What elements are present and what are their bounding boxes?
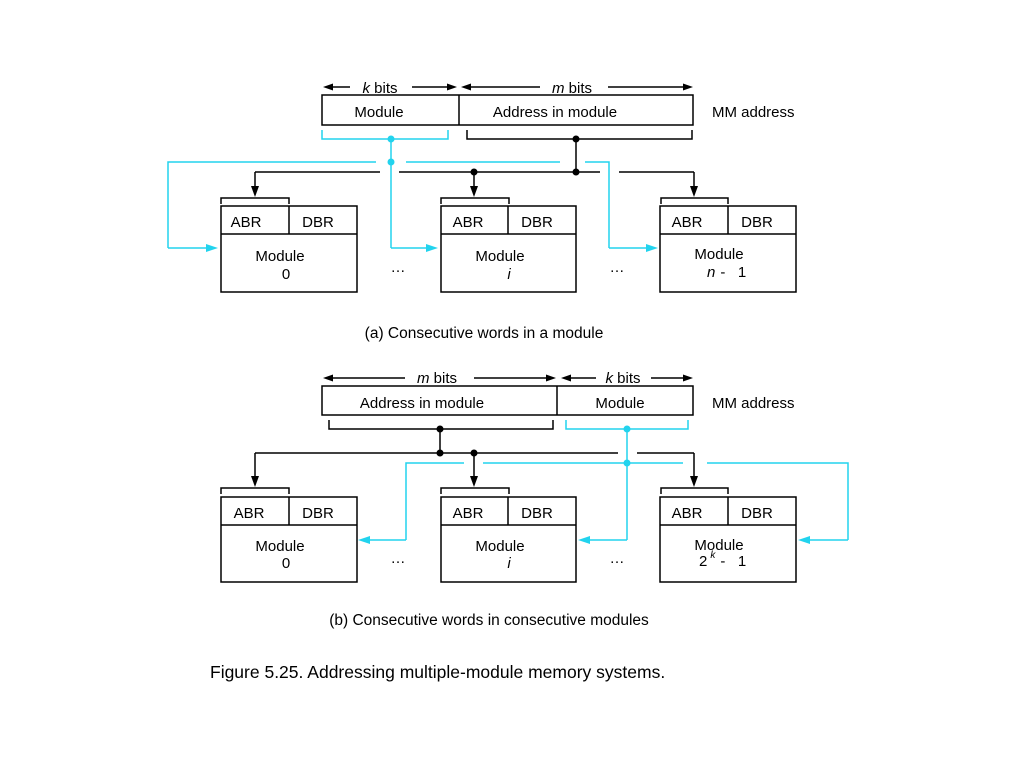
- dbr-label: DBR: [302, 214, 334, 231]
- module-name: Module: [475, 538, 524, 555]
- module-index: 0: [282, 266, 290, 283]
- k-bits-label-a: k bits: [362, 80, 397, 97]
- k-bits-label-b: k bits: [605, 370, 640, 387]
- caption-b: (b) Consecutive words in consecutive mod…: [329, 612, 649, 629]
- abr-label: ABR: [672, 505, 703, 522]
- k-bits-indicator-b: k bits: [561, 370, 693, 387]
- address-in-module-field-b: Address in module: [360, 395, 484, 412]
- m-bits-indicator-b: m bits: [323, 370, 556, 387]
- ellipsis-1: …: [391, 259, 406, 276]
- module-index: i: [507, 555, 511, 572]
- module-box-b-i: ABR DBR Module i: [440, 487, 577, 583]
- abr-label: ABR: [231, 214, 262, 231]
- ellipsis-2: …: [610, 259, 625, 276]
- dbr-label: DBR: [521, 214, 553, 231]
- abr-label: ABR: [453, 214, 484, 231]
- abr-label: ABR: [453, 505, 484, 522]
- module-name: Module: [475, 248, 524, 265]
- module-name: Module: [255, 248, 304, 265]
- module-name: Module: [255, 538, 304, 555]
- address-bus-a: [251, 130, 698, 197]
- module-field-a: Module: [354, 104, 403, 121]
- mm-address-register-b: Address in module Module: [321, 385, 694, 416]
- dbr-label: DBR: [741, 214, 773, 231]
- module-box-a-last: ABR DBR Module n- 1: [659, 197, 797, 293]
- m-bits-label-a: m bits: [552, 80, 592, 97]
- diagram-a: k bits m bits Module Address in module M…: [167, 80, 797, 342]
- dbr-label: DBR: [302, 505, 334, 522]
- module-index: n- 1: [707, 264, 746, 281]
- module-box-a-0: ABR DBR Module 0: [220, 197, 358, 293]
- module-name: Module: [694, 537, 743, 554]
- m-bits-indicator-a: m bits: [461, 80, 693, 97]
- abr-label: ABR: [234, 505, 265, 522]
- mm-address-label-b: MM address: [712, 395, 795, 412]
- module-field-b: Module: [595, 395, 644, 412]
- module-index: i: [507, 266, 511, 283]
- caption-a: (a) Consecutive words in a module: [365, 325, 604, 342]
- address-in-module-field-a: Address in module: [493, 104, 617, 121]
- k-bits-indicator-a: k bits: [323, 80, 457, 97]
- module-index: 0: [282, 555, 290, 572]
- module-name: Module: [694, 246, 743, 263]
- mm-address-register-a: Module Address in module: [321, 94, 694, 126]
- dbr-label: DBR: [741, 505, 773, 522]
- m-bits-label-b: m bits: [417, 370, 457, 387]
- ellipsis-1: …: [391, 550, 406, 567]
- module-box-b-0: ABR DBR Module 0: [220, 487, 358, 583]
- module-select-bus-b: [358, 420, 849, 544]
- figure-caption: Figure 5.25. Addressing multiple-module …: [210, 662, 665, 682]
- module-select-bus-a: [167, 130, 658, 252]
- ellipsis-2: …: [610, 550, 625, 567]
- diagram-b: m bits k bits Address in module Module M…: [220, 370, 849, 629]
- address-bus-b: [251, 420, 698, 487]
- abr-label: ABR: [672, 214, 703, 231]
- mm-address-label-a: MM address: [712, 104, 795, 121]
- dbr-label: DBR: [521, 505, 553, 522]
- module-box-a-i: ABR DBR Module i: [440, 197, 577, 293]
